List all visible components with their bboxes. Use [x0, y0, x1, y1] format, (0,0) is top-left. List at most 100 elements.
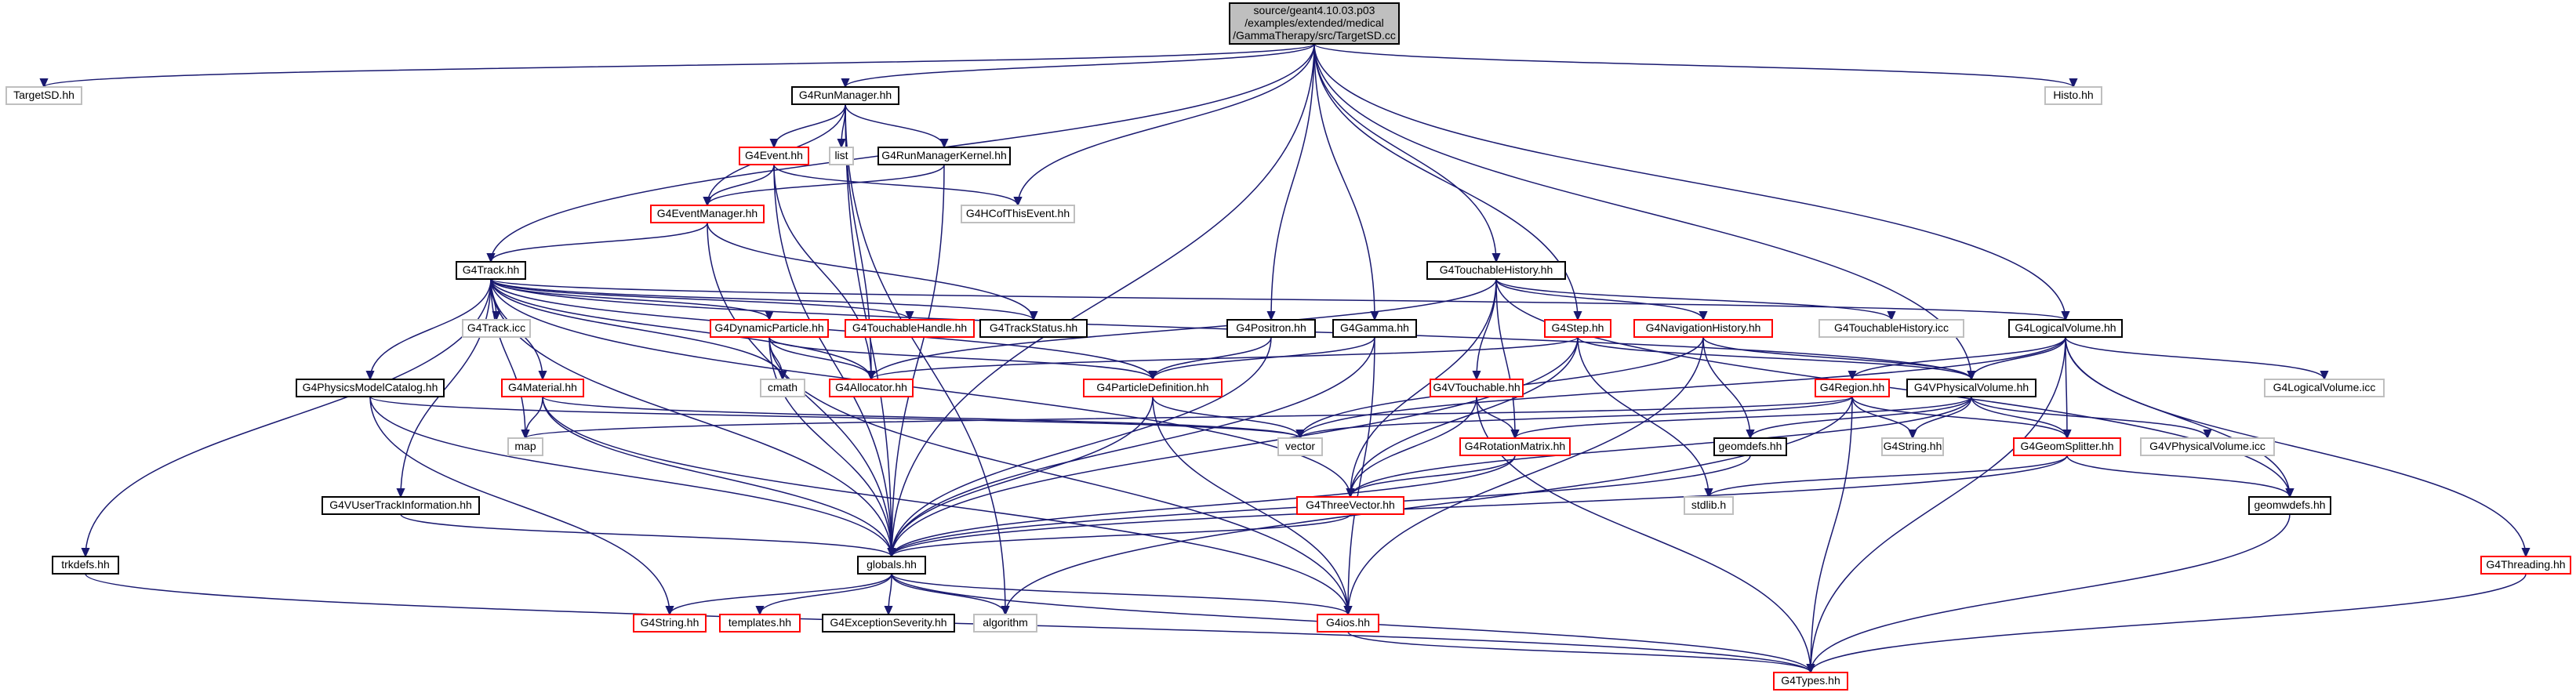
edge-G4TouchableHistory-to-G4RotationMatrix [1495, 278, 1515, 438]
node-geomdefs[interactable]: geomdefs.hh [1713, 437, 1787, 456]
node-label-G4Types: G4Types.hh [1781, 674, 1840, 687]
edge-G4Region-to-G4GeomSplitter [1851, 396, 2067, 438]
node-map[interactable]: map [507, 437, 543, 456]
node-G4PhysicsModelCatalog[interactable]: G4PhysicsModelCatalog.hh [296, 379, 445, 397]
node-G4VPhysicalVolume[interactable]: G4VPhysicalVolume.hh [1906, 379, 2036, 397]
node-cmath[interactable]: cmath [760, 379, 805, 397]
node-box-G4GeomSplitter [2013, 437, 2121, 456]
node-box-G4Material [501, 379, 584, 397]
edge-G4PhysicsModelCatalog-to-G4StringRed [369, 396, 670, 614]
node-algorithm[interactable]: algorithm [973, 614, 1037, 633]
node-box-G4Threading [2480, 556, 2571, 575]
edge-G4VPhysicalVolume-to-G4String [1913, 396, 1972, 438]
node-label-cmath: cmath [768, 381, 798, 393]
edge-G4RunManager-to-G4Event [774, 103, 846, 147]
node-G4RunManagerKernel[interactable]: G4RunManagerKernel.hh [877, 147, 1011, 165]
node-label-G4TouchableHistoryIcc: G4TouchableHistory.icc [1834, 321, 1949, 334]
edges-layer [44, 43, 2526, 672]
node-G4VPhysicalVolumeIcc[interactable]: G4VPhysicalVolume.icc [2140, 437, 2275, 456]
node-TargetSD[interactable]: TargetSD.hh [5, 86, 82, 105]
node-G4RotationMatrix[interactable]: G4RotationMatrix.hh [1459, 437, 1571, 456]
edge-G4RunManager-to-G4Allocator [845, 103, 871, 379]
node-G4TrackStatus[interactable]: G4TrackStatus.hh [979, 319, 1088, 338]
node-Histo[interactable]: Histo.hh [2044, 86, 2102, 105]
edge-root-to-G4RunManager [845, 43, 1315, 87]
edge-G4Track-to-G4PhysicsModelCatalog [370, 278, 492, 379]
node-stdlib[interactable]: stdlib.h [1684, 496, 1734, 515]
node-G4ThreeVector[interactable]: G4ThreeVector.hh [1296, 496, 1404, 515]
node-label-G4HCofThisEvent: G4HCofThisEvent.hh [966, 207, 1070, 219]
node-label-G4Step: G4Step.hh [1552, 321, 1604, 334]
edge-G4LogicalVolume-to-G4Threading [2065, 336, 2526, 556]
edge-G4NavigationHistory-to-G4VPhysicalVolume [1702, 336, 1971, 379]
node-box-algorithm [973, 614, 1037, 633]
node-G4VUserTrackInformation[interactable]: G4VUserTrackInformation.hh [322, 496, 480, 515]
node-vector[interactable]: vector [1277, 437, 1323, 456]
node-G4EventManager[interactable]: G4EventManager.hh [650, 205, 765, 223]
node-box-list [829, 147, 854, 165]
edge-G4Track-to-G4LogicalVolume [490, 278, 2066, 320]
node-G4Material[interactable]: G4Material.hh [501, 379, 584, 397]
node-G4RunManager[interactable]: G4RunManager.hh [791, 86, 899, 105]
node-label-vector: vector [1285, 440, 1315, 452]
node-box-G4Gamma [1332, 319, 1417, 338]
node-G4Event[interactable]: G4Event.hh [739, 147, 809, 165]
node-G4StringRed[interactable]: G4String.hh [633, 614, 707, 633]
node-box-G4TouchableHandle [845, 319, 975, 338]
edge-G4Track-to-G4Allocator [490, 278, 871, 379]
node-box-G4Allocator [829, 379, 914, 397]
node-G4LogicalVolume[interactable]: G4LogicalVolume.hh [2008, 319, 2123, 338]
node-root[interactable]: source/geant4.10.03.p03/examples/extende… [1229, 2, 1400, 45]
node-G4Region[interactable]: G4Region.hh [1815, 379, 1890, 397]
edge-G4Material-to-globals [542, 396, 892, 556]
node-G4String[interactable]: G4String.hh [1881, 437, 1944, 456]
node-G4Gamma[interactable]: G4Gamma.hh [1332, 319, 1417, 338]
node-label-globals: globals.hh [867, 558, 917, 571]
node-box-G4RunManagerKernel [877, 147, 1011, 165]
node-label-G4Event: G4Event.hh [745, 149, 803, 161]
node-G4Types[interactable]: G4Types.hh [1773, 672, 1848, 691]
node-G4GeomSplitter[interactable]: G4GeomSplitter.hh [2013, 437, 2121, 456]
node-G4TrackIcc[interactable]: G4Track.icc [462, 319, 531, 338]
node-label-G4VPhysicalVolumeIcc: G4VPhysicalVolume.icc [2149, 440, 2265, 452]
edge-G4PhysicsModelCatalog-to-vector [369, 396, 1300, 438]
node-G4Step[interactable]: G4Step.hh [1544, 319, 1611, 338]
node-label-G4VPhysicalVolume: G4VPhysicalVolume.hh [1914, 381, 2029, 393]
node-G4Threading[interactable]: G4Threading.hh [2480, 556, 2571, 575]
node-G4TouchableHistoryIcc[interactable]: G4TouchableHistory.icc [1818, 319, 1964, 338]
node-label-G4EventManager: G4EventManager.hh [657, 207, 758, 219]
node-G4DynamicParticle[interactable]: G4DynamicParticle.hh [710, 319, 829, 338]
node-box-G4TouchableHistoryIcc [1818, 319, 1964, 338]
node-G4Track[interactable]: G4Track.hh [456, 261, 526, 280]
node-trkdefs[interactable]: trkdefs.hh [52, 556, 119, 575]
node-box-G4ParticleDefinition [1083, 379, 1223, 397]
node-G4Positron[interactable]: G4Positron.hh [1226, 319, 1316, 338]
edge-root-to-Histo [1313, 43, 2073, 87]
node-label-G4TouchableHistory: G4TouchableHistory.hh [1440, 263, 1553, 276]
node-box-map [507, 437, 543, 456]
node-G4TouchableHistory[interactable]: G4TouchableHistory.hh [1426, 261, 1566, 280]
node-G4TouchableHandle[interactable]: G4TouchableHandle.hh [845, 319, 975, 338]
node-list[interactable]: list [829, 147, 854, 165]
node-G4NavigationHistory[interactable]: G4NavigationHistory.hh [1633, 319, 1773, 338]
node-label-G4Track: G4Track.hh [463, 263, 520, 276]
edge-G4ParticleDefinition-to-G4ios [1152, 396, 1348, 614]
edge-G4LogicalVolume-to-vector [1300, 336, 2066, 438]
node-globals[interactable]: globals.hh [857, 556, 926, 575]
node-G4VTouchable[interactable]: G4VTouchable.hh [1430, 379, 1524, 397]
node-G4ParticleDefinition[interactable]: G4ParticleDefinition.hh [1083, 379, 1223, 397]
node-box-G4ios [1317, 614, 1379, 633]
edge-G4VPhysicalVolume-to-geomdefs [1750, 396, 1972, 438]
node-G4Allocator[interactable]: G4Allocator.hh [829, 379, 914, 397]
node-geomwdefs[interactable]: geomwdefs.hh [2248, 496, 2331, 515]
node-G4LogicalVolumeIcc[interactable]: G4LogicalVolume.icc [2264, 379, 2385, 397]
edge-G4ios-to-G4Types [1347, 631, 1811, 672]
edge-G4Track-to-map [490, 278, 525, 438]
node-G4ExceptionSeverity[interactable]: G4ExceptionSeverity.hh [822, 614, 955, 633]
node-G4ios[interactable]: G4ios.hh [1317, 614, 1379, 633]
edge-root-to-G4TouchableHistory [1313, 43, 1496, 262]
node-templates[interactable]: templates.hh [719, 614, 801, 633]
node-label-G4ExceptionSeverity: G4ExceptionSeverity.hh [830, 616, 946, 629]
edge-G4RotationMatrix-to-globals [892, 455, 1516, 556]
node-G4HCofThisEvent[interactable]: G4HCofThisEvent.hh [961, 205, 1075, 223]
